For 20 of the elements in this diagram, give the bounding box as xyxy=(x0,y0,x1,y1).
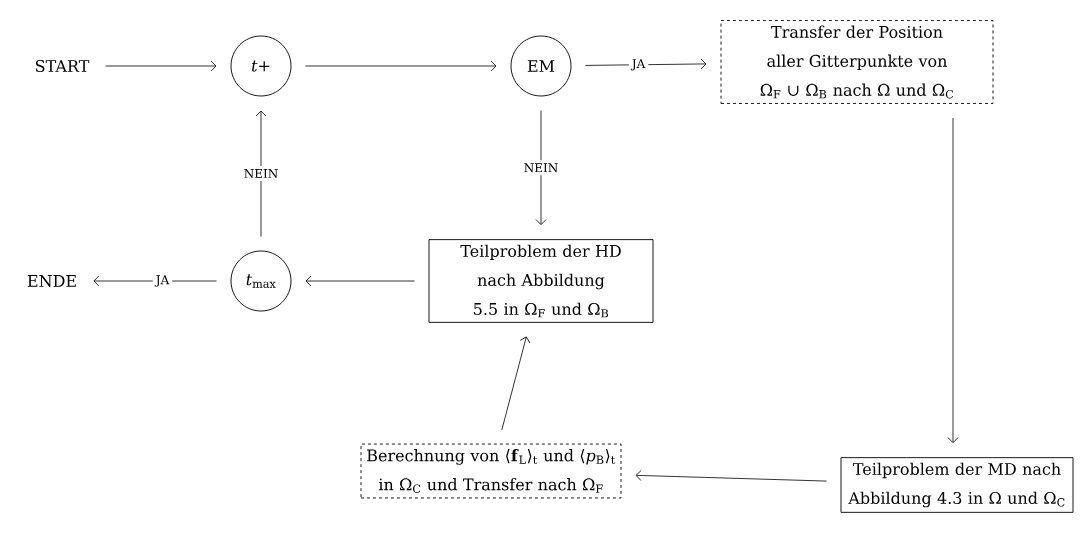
arrow xyxy=(501,336,531,431)
process-box: Transfer der Position aller Gitterpunkte von Ω$_{F}$ ∪ Ω$_{B}$ nach Ω und Ω$_{C}$ xyxy=(720,20,994,104)
edge-label: JA xyxy=(152,272,173,290)
arrow xyxy=(585,58,707,70)
arrow xyxy=(305,60,497,72)
arrow xyxy=(105,60,217,72)
arrow xyxy=(93,275,217,287)
edge-label: NEIN xyxy=(240,166,282,181)
arrow xyxy=(305,275,415,287)
process-box: Berechnung von ⟨f$_{L}$⟩$_{t}$ und ⟨p$_{B}$⟩$_{t}$ in Ω$_{C}$ und Transfer nach Ω$_{F}$ xyxy=(360,443,622,499)
arrow xyxy=(535,110,547,225)
process-box: Teilproblem der HD nach Abbildung 5.5 in Ω$_{F}$ und Ω$_{B}$ xyxy=(428,239,654,323)
arrow xyxy=(947,117,959,444)
edge-label: JA xyxy=(628,56,649,74)
arrow xyxy=(635,470,827,482)
edge-label: NEIN xyxy=(520,160,562,176)
arrow xyxy=(255,110,267,237)
process-box: Teilproblem der MD nach Abbildung 4.3 in Ω und Ω$_{C}$ xyxy=(840,457,1074,513)
terminal-label: ENDE xyxy=(27,275,76,287)
terminal-label: START xyxy=(36,59,90,73)
